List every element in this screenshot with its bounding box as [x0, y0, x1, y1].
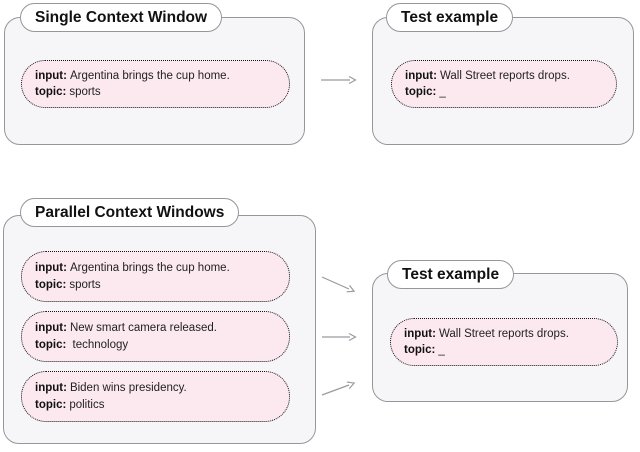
parallel-context-windows-title-label: Parallel Context Windows: [35, 203, 225, 221]
example-input-line: input:New smart camera released.: [35, 320, 277, 337]
input-label: input:: [35, 69, 67, 82]
input-label: input:: [404, 327, 436, 340]
topic-label: topic:: [405, 86, 437, 98]
example-topic-line: topic:sports: [35, 84, 277, 101]
parallel-example-pill-1: input:Argentina brings the cup home. top…: [21, 251, 290, 302]
input-text: Wall Street reports drops.: [438, 327, 569, 340]
single-context-window-title: Single Context Window: [20, 3, 223, 32]
example-topic-line: topic:politics: [35, 397, 277, 414]
test-example-top-title: Test example: [386, 3, 514, 32]
topic-label: topic:: [404, 344, 436, 356]
example-topic-line: topic:_: [405, 84, 604, 101]
arrow-parallel-3-icon: [321, 381, 356, 396]
parallel-example-pill-3: input:Biden wins presidency. topic:polit…: [21, 371, 290, 422]
input-text: New smart camera released.: [69, 322, 217, 334]
example-topic-line: topic: technology: [35, 337, 277, 354]
topic-text: _: [438, 344, 445, 356]
example-input-line: input:Biden wins presidency.: [35, 380, 277, 397]
single-example-pill: input:Argentina brings the cup home. top…: [21, 60, 290, 108]
example-topic-line: topic:_: [404, 342, 605, 359]
input-text: Argentina brings the cup home.: [69, 69, 230, 82]
topic-label: topic:: [35, 338, 67, 351]
input-text: Biden wins presidency.: [69, 382, 187, 394]
topic-text: sports: [69, 278, 101, 291]
example-input-line: input:Argentina brings the cup home.: [35, 260, 277, 277]
topic-text: technology: [69, 338, 129, 351]
topic-label: topic:: [35, 278, 67, 291]
topic-label: topic:: [35, 398, 67, 411]
topic-text: politics: [69, 398, 105, 411]
arrow-parallel-2-icon: [322, 332, 357, 342]
input-text: Wall Street reports drops.: [439, 69, 570, 82]
example-input-line: input:Argentina brings the cup home.: [35, 68, 277, 85]
topic-text: sports: [69, 86, 101, 98]
input-label: input:: [405, 69, 437, 82]
test-example-bottom-pill: input:Wall Street reports drops. topic:_: [390, 318, 618, 366]
test-example-top-pill: input:Wall Street reports drops. topic:_: [391, 60, 617, 108]
topic-text: _: [439, 86, 446, 98]
input-label: input:: [35, 322, 67, 334]
test-example-bottom-title: Test example: [387, 260, 515, 289]
parallel-context-windows-title: Parallel Context Windows: [20, 198, 240, 227]
input-text: Argentina brings the cup home.: [69, 262, 230, 274]
test-example-bottom-title-label: Test example: [402, 265, 500, 283]
test-example-top-title-label: Test example: [401, 8, 499, 26]
arrow-parallel-1-icon: [321, 276, 356, 293]
example-topic-line: topic:sports: [35, 277, 277, 294]
input-label: input:: [35, 382, 67, 394]
single-context-window-title-label: Single Context Window: [35, 8, 208, 26]
arrow-single-to-test-icon: [321, 75, 357, 85]
input-label: input:: [35, 262, 67, 274]
topic-label: topic:: [35, 86, 67, 98]
example-input-line: input:Wall Street reports drops.: [404, 326, 605, 343]
parallel-example-pill-2: input:New smart camera released. topic: …: [21, 311, 290, 362]
example-input-line: input:Wall Street reports drops.: [405, 68, 604, 85]
